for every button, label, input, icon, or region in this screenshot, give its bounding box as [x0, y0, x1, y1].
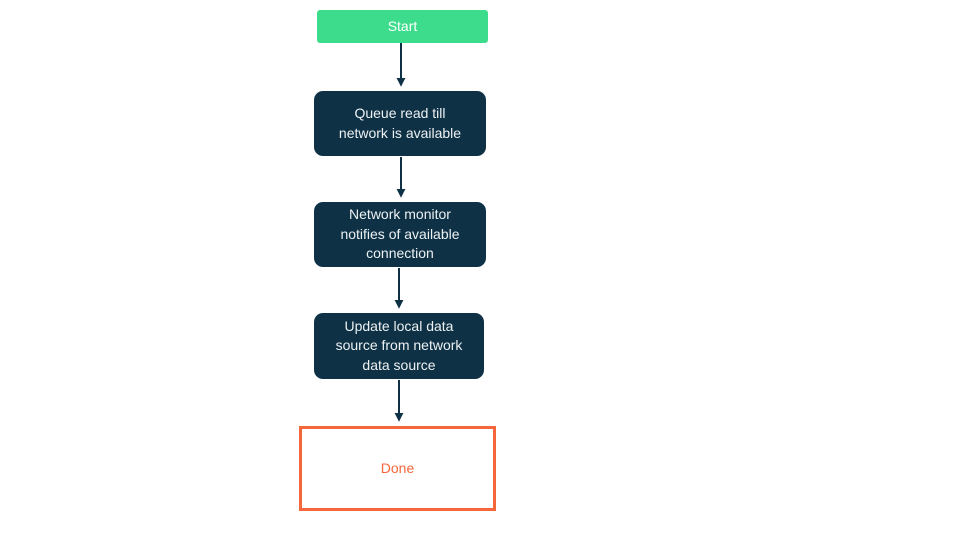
node-queue-read-label: Queue read till network is available: [338, 105, 462, 141]
node-done[interactable]: Done: [299, 426, 496, 511]
node-update-local-data-source[interactable]: Update local data source from network da…: [314, 313, 484, 379]
node-network-monitor[interactable]: Network monitor notifies of available co…: [314, 202, 486, 267]
node-queue-read[interactable]: Queue read till network is available: [314, 91, 486, 156]
node-update-local-data-source-label: Update local data source from network da…: [335, 317, 463, 373]
node-done-label: Done: [380, 460, 415, 476]
node-network-monitor-label: Network monitor notifies of available co…: [340, 206, 460, 262]
node-start[interactable]: Start: [317, 10, 488, 43]
node-start-label: Start: [387, 18, 418, 34]
